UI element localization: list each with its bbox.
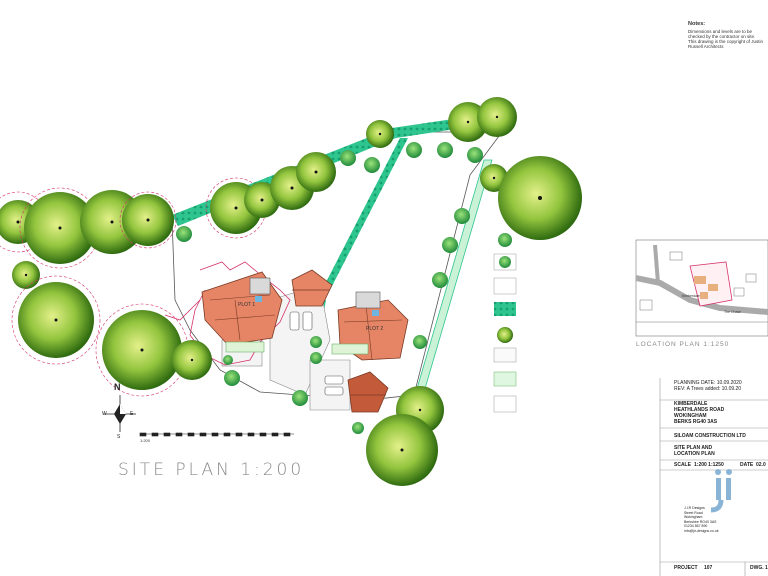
firm-address-line: Wokingham xyxy=(684,515,703,519)
plot-1-label: PLOT 1 xyxy=(238,302,255,308)
firm-address-line: 01234 567 890 xyxy=(684,524,708,528)
address-line: KIMBERDALE xyxy=(674,401,708,407)
client-name: SILOAM CONSTRUCTION LTD xyxy=(674,433,746,439)
paths xyxy=(225,341,369,355)
date-value: 02.0 xyxy=(756,462,766,468)
compass-east: E xyxy=(130,411,134,417)
notes-heading: Notes: xyxy=(688,21,706,27)
shrubs xyxy=(176,142,483,434)
plot-1-roof xyxy=(201,271,283,346)
tree xyxy=(172,340,212,380)
scale-value: 1:200 1:1250 xyxy=(694,462,724,468)
dwg-label: DWG. 1 xyxy=(750,565,768,571)
location-label-kimberdale: Kimberdale xyxy=(682,294,700,298)
location-plan-map xyxy=(635,239,768,337)
tree xyxy=(12,261,40,289)
address-line: HEATHLANDS ROAD xyxy=(674,407,725,413)
legend xyxy=(493,233,517,413)
tree xyxy=(366,414,438,486)
revision-line: REV: A Trees added: 10.09.20 xyxy=(674,386,742,392)
north-arrow xyxy=(104,395,136,432)
compass-south: S xyxy=(117,434,121,440)
compass-west: W xyxy=(102,411,107,417)
tree xyxy=(366,120,394,148)
scale-label: SCALE xyxy=(674,462,691,468)
project-value: 107 xyxy=(704,565,713,571)
drawing-title: SITE PLAN AND xyxy=(674,445,713,451)
large-trees xyxy=(0,97,582,486)
project-label: PROJECT xyxy=(674,565,698,571)
compass-north: N xyxy=(114,382,121,392)
notes-line: Dimensions and levels are to be checked … xyxy=(688,29,756,39)
firm-address: J.I.R Designs Street Road Wokingham Berk… xyxy=(684,506,718,533)
tree xyxy=(498,156,582,240)
title-block-frame xyxy=(659,378,768,576)
scale-bar xyxy=(139,432,294,437)
ji-logo xyxy=(710,469,732,513)
address-line: BERKS RG40 3AS xyxy=(674,419,718,425)
firm-address-line: info@jir-designs.co.uk xyxy=(684,528,719,533)
plot-2-label: PLOT 2 xyxy=(366,326,383,332)
status-line: PLANNING DATE: 10.09.2020 xyxy=(674,380,742,386)
parked-cars xyxy=(289,311,344,396)
tree xyxy=(477,97,517,137)
site-plan-title: SITE PLAN 1:200 xyxy=(118,460,305,480)
firm-address-line: Street Road xyxy=(684,510,703,515)
firm-address-line: Berkshire RG40 3AS xyxy=(684,519,717,524)
notes-panel: Notes: Dimensions and levels are to be c… xyxy=(688,21,764,49)
address-line: WOKINGHAM xyxy=(674,413,707,419)
firm-address-line: J.I.R Designs xyxy=(684,506,705,510)
notes-line: This drawing is the copyright of Justin … xyxy=(688,39,764,49)
drawing-title: LOCATION PLAN xyxy=(674,451,715,457)
tree xyxy=(119,191,177,249)
garages xyxy=(291,269,389,413)
scale-bar-label: 1:200 xyxy=(140,438,151,443)
tree xyxy=(296,152,336,192)
tree xyxy=(11,275,101,365)
location-plan-title: LOCATION PLAN 1:1250 xyxy=(636,341,730,348)
location-label-the-chase: The Chase xyxy=(724,310,741,314)
date-label: DATE xyxy=(740,462,754,468)
title-block: PLANNING DATE: 10.09.2020 REV: A Trees a… xyxy=(660,378,768,576)
